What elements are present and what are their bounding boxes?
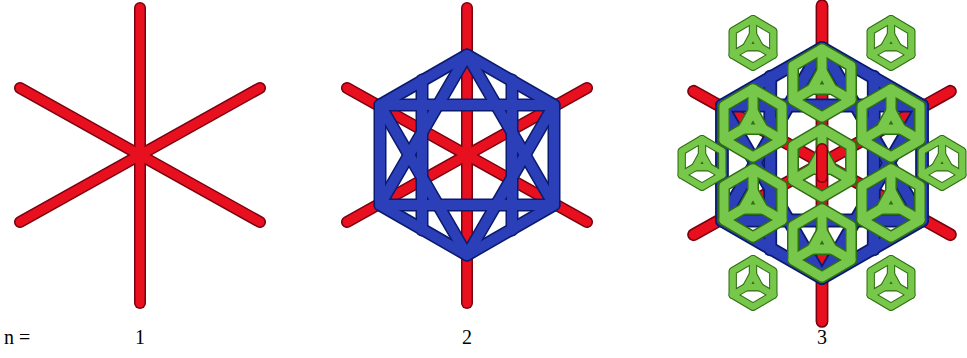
order-number: 3 — [817, 325, 827, 349]
order-number: 2 — [462, 325, 472, 349]
order-number: 1 — [135, 325, 145, 349]
index-label: n = — [4, 325, 30, 349]
